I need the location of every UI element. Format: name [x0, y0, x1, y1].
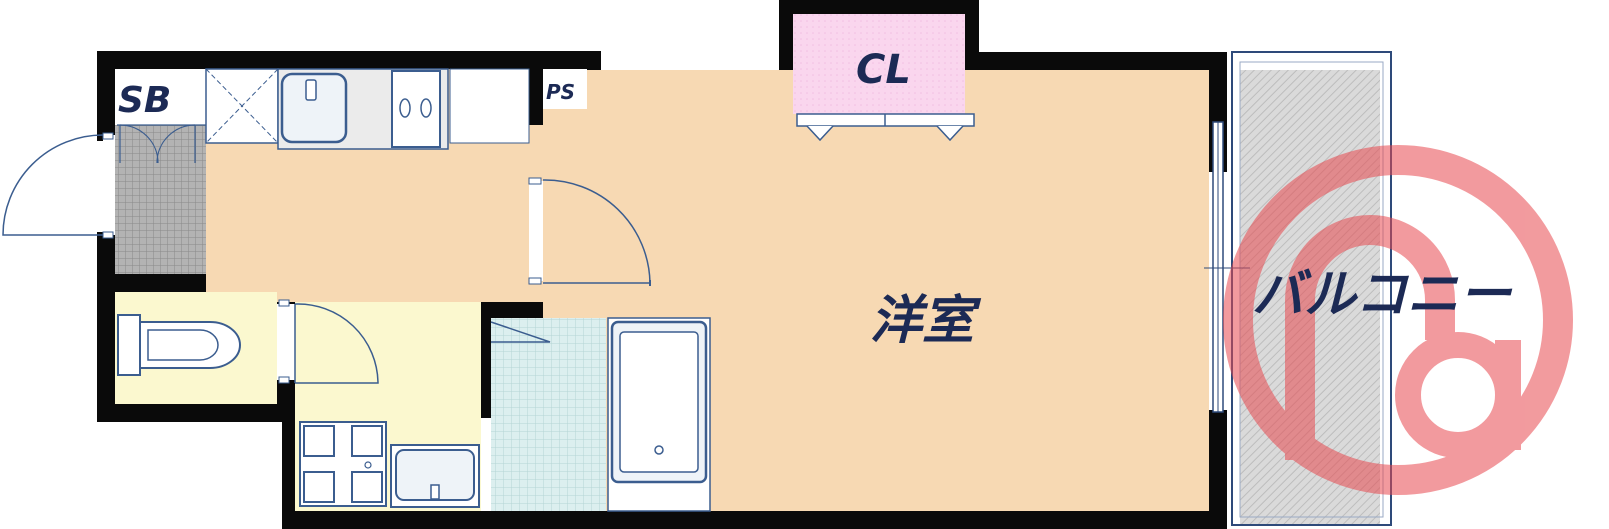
- balcony-label: バルコニー: [1252, 265, 1513, 325]
- washing-machine-space: [299, 421, 387, 507]
- western-room-label: 洋室: [870, 291, 982, 351]
- toilet-icon: [117, 314, 241, 376]
- shower-tile: [491, 318, 606, 511]
- wash-basin-icon: [390, 444, 480, 508]
- sb-area: [115, 69, 206, 125]
- ps-label: PS: [546, 80, 575, 104]
- watermark-logo: [1223, 145, 1573, 495]
- toilet-door: [277, 299, 379, 384]
- corridor-floor: [206, 125, 543, 302]
- room-door: [528, 177, 651, 286]
- stove-icon: [391, 70, 441, 148]
- closet-doors: [796, 113, 975, 142]
- faucet-icon: [305, 79, 317, 101]
- bathtub-icon: [607, 317, 711, 512]
- sb-label: SB: [118, 80, 171, 121]
- entrance-door: [2, 132, 115, 239]
- balcony-window: [1204, 121, 1250, 413]
- ps-area: [543, 69, 587, 109]
- entry-tile: [115, 125, 206, 274]
- sb-doors: [117, 124, 206, 164]
- kitchen-counter: [205, 68, 530, 150]
- bath-door: [490, 321, 551, 343]
- closet-floor: [793, 14, 965, 114]
- cl-label: CL: [856, 47, 911, 93]
